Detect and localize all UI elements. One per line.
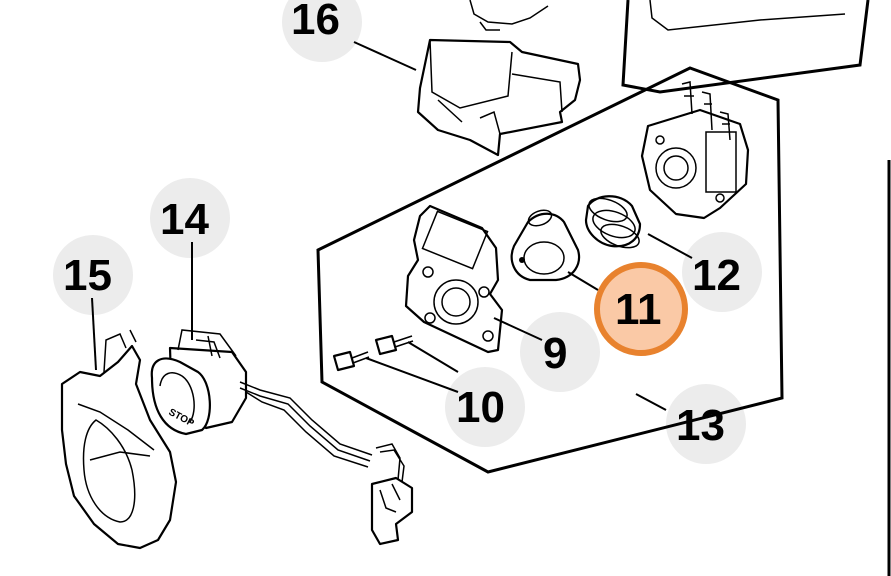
boot-11 bbox=[510, 209, 581, 282]
top-housing-frame bbox=[621, 0, 870, 94]
shroud-bracket-16 bbox=[416, 0, 582, 157]
kit-frame-13 bbox=[316, 66, 784, 474]
label-13: 13 bbox=[676, 401, 725, 450]
stop-switch-14: STOP bbox=[150, 329, 414, 546]
label-9: 9 bbox=[543, 329, 567, 378]
leader-lines bbox=[91, 41, 693, 411]
highlight-circle-11[interactable] bbox=[594, 262, 688, 356]
label-backdrops bbox=[53, 0, 762, 464]
label-11: 11 bbox=[615, 285, 662, 334]
screws-10 bbox=[332, 334, 414, 372]
label-10: 10 bbox=[456, 383, 505, 432]
sleeve-12 bbox=[584, 195, 642, 249]
label-14: 14 bbox=[160, 195, 209, 244]
label-15: 15 bbox=[63, 251, 112, 300]
gasket-9 bbox=[404, 204, 504, 354]
handle-housing-15 bbox=[60, 329, 178, 550]
carburetor bbox=[640, 81, 750, 220]
label-12: 12 bbox=[692, 251, 741, 300]
label-16: 16 bbox=[291, 0, 340, 44]
part-labels: 16 14 15 9 10 12 13 11 bbox=[63, 0, 741, 450]
